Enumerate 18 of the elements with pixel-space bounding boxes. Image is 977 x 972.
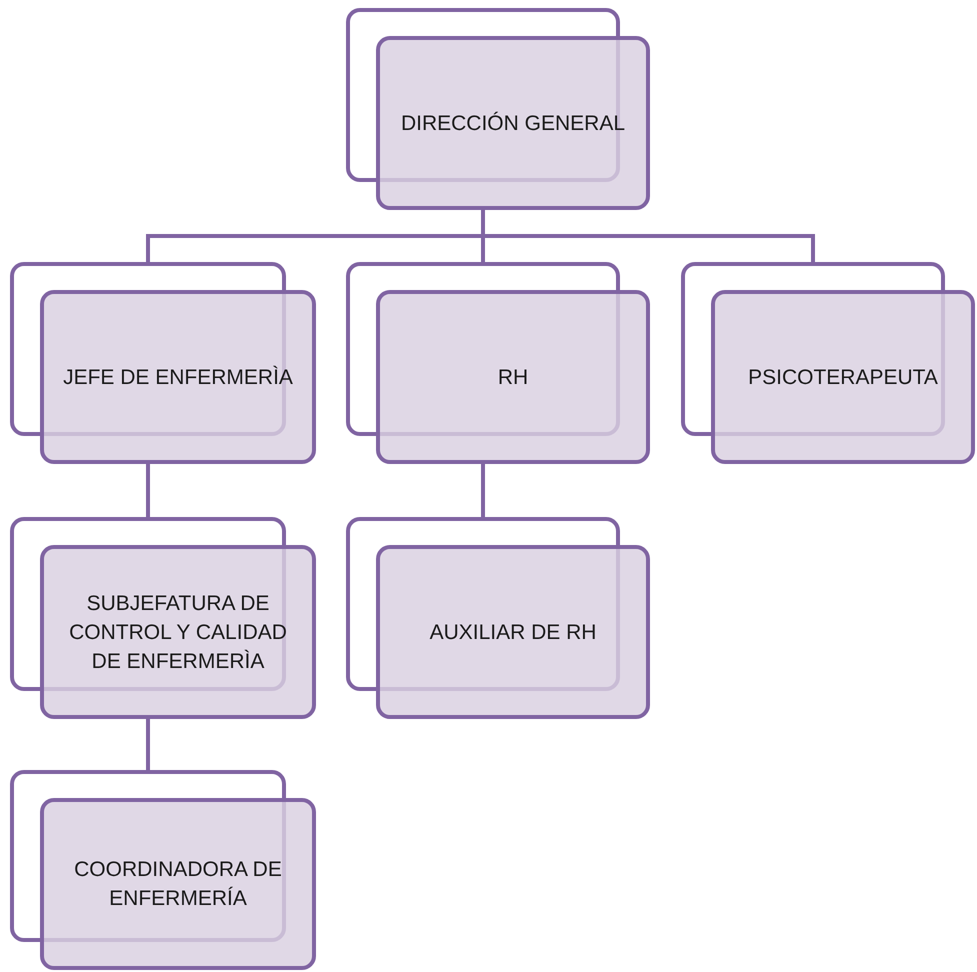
org-card <box>10 262 316 464</box>
connector-line <box>146 719 150 770</box>
org-card <box>346 517 650 719</box>
connector-line <box>146 464 150 517</box>
org-card <box>10 770 316 970</box>
card-label: AUXILIAR DE RH <box>430 620 596 646</box>
card-label: RH <box>498 364 528 390</box>
org-card <box>346 262 650 464</box>
card-label: COORDINADORA DE ENFERMERÍA <box>73 857 283 912</box>
card-label: JEFE DE ENFERMERÌA <box>63 364 293 390</box>
card-label: DIRECCIÓN GENERAL <box>400 110 626 136</box>
card-label: SUBJEFATURA DE CONTROL Y CALIDAD DE ENFERMERÌA <box>68 590 288 674</box>
connector-line <box>481 210 815 262</box>
org-card <box>346 8 650 210</box>
org-card <box>10 517 316 719</box>
connector-line <box>481 464 485 517</box>
org-card <box>681 262 975 464</box>
card-label: PSICOTERAPEUTA <box>748 364 938 390</box>
